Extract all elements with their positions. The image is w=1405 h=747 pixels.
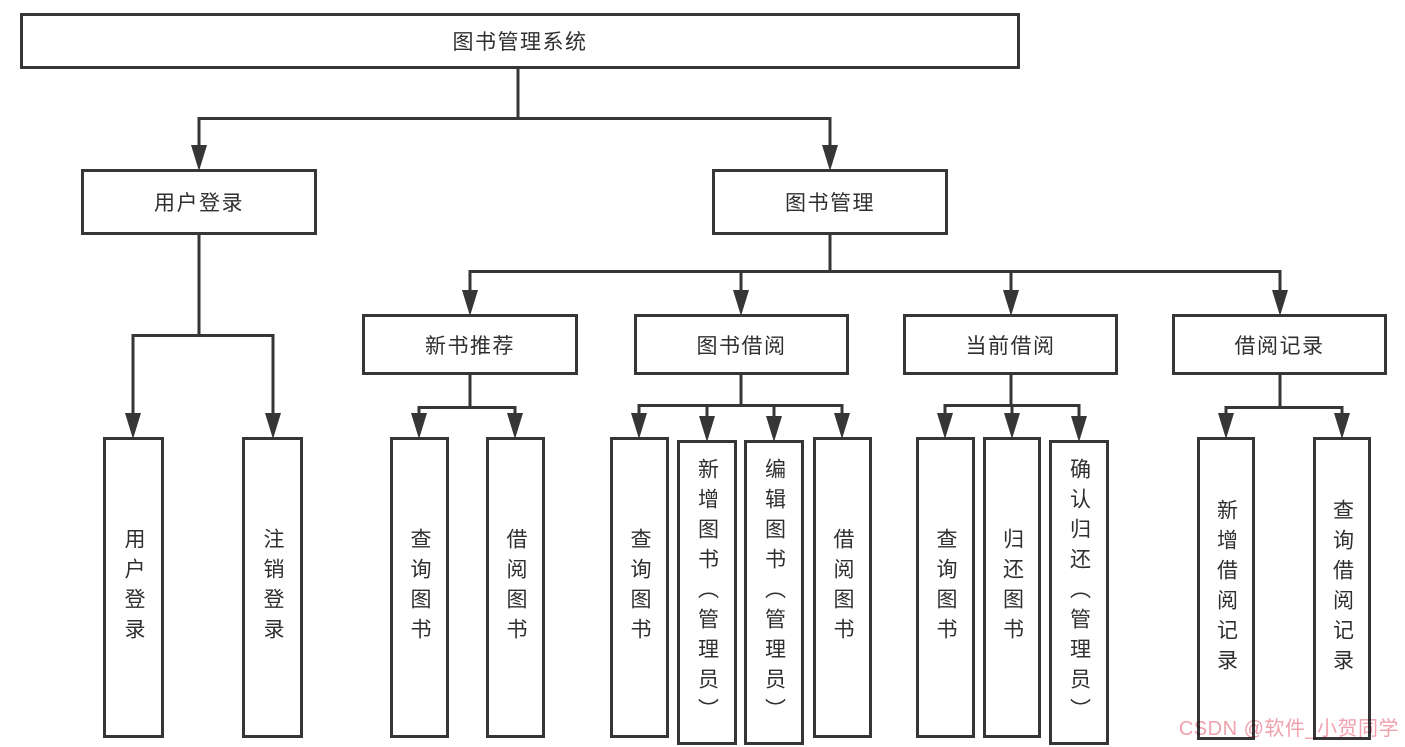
connector-root-to-level2: [191, 64, 838, 171]
leaf-logout: 注销登录: [242, 437, 303, 738]
leaf-borrow-books-2: 借阅图书: [813, 437, 872, 738]
leaf-add-borrow-record-label: 新增借阅记录: [1214, 498, 1238, 679]
connector-book-borrow: [631, 373, 850, 442]
leaf-confirm-return-admin-label: 确认归还（管理员）: [1067, 457, 1091, 728]
leaf-query-borrow-record: 查询借阅记录: [1313, 437, 1371, 740]
leaf-add-book-admin: 新增图书（管理员）: [677, 440, 737, 745]
node-current-borrow: 当前借阅: [903, 314, 1118, 375]
leaf-query-borrow-record-label: 查询借阅记录: [1330, 498, 1354, 679]
leaf-borrow-books-1-label: 借阅图书: [504, 527, 528, 648]
connector-current-borrow: [937, 373, 1087, 442]
node-user-login-branch: 用户登录: [81, 169, 317, 235]
leaf-user-login-label: 用户登录: [122, 527, 146, 648]
leaf-borrow-books-2-label: 借阅图书: [831, 527, 855, 648]
watermark: CSDN @软件_小贺同学: [1178, 718, 1399, 740]
leaf-query-books-1-label: 查询图书: [408, 527, 432, 648]
leaf-query-books-2: 查询图书: [610, 437, 669, 738]
connector-user-login-branch: [125, 233, 281, 439]
leaf-edit-book-admin-label: 编辑图书（管理员）: [762, 457, 786, 728]
connector-new-book-recommend: [411, 373, 523, 439]
leaf-return-book: 归还图书: [983, 437, 1041, 738]
leaf-query-books-2-label: 查询图书: [628, 527, 652, 648]
leaf-confirm-return-admin: 确认归还（管理员）: [1049, 440, 1109, 745]
leaf-edit-book-admin: 编辑图书（管理员）: [744, 440, 804, 745]
leaf-user-login: 用户登录: [103, 437, 164, 738]
leaf-add-book-admin-label: 新增图书（管理员）: [695, 457, 719, 728]
leaf-logout-label: 注销登录: [261, 527, 285, 648]
leaf-query-books-1: 查询图书: [390, 437, 449, 738]
leaf-borrow-books-1: 借阅图书: [486, 437, 545, 738]
node-book-management: 图书管理: [712, 169, 948, 235]
leaf-add-borrow-record: 新增借阅记录: [1197, 437, 1255, 740]
leaf-query-books-3: 查询图书: [916, 437, 975, 738]
node-book-borrow: 图书借阅: [634, 314, 849, 375]
node-borrow-records: 借阅记录: [1172, 314, 1387, 375]
connector-book-management-branch: [462, 233, 1288, 316]
leaf-return-book-label: 归还图书: [1000, 527, 1024, 648]
leaf-query-books-3-label: 查询图书: [934, 527, 958, 648]
node-root: 图书管理系统: [20, 13, 1020, 69]
connector-borrow-records: [1218, 373, 1350, 439]
node-new-book-recommend: 新书推荐: [362, 314, 578, 375]
